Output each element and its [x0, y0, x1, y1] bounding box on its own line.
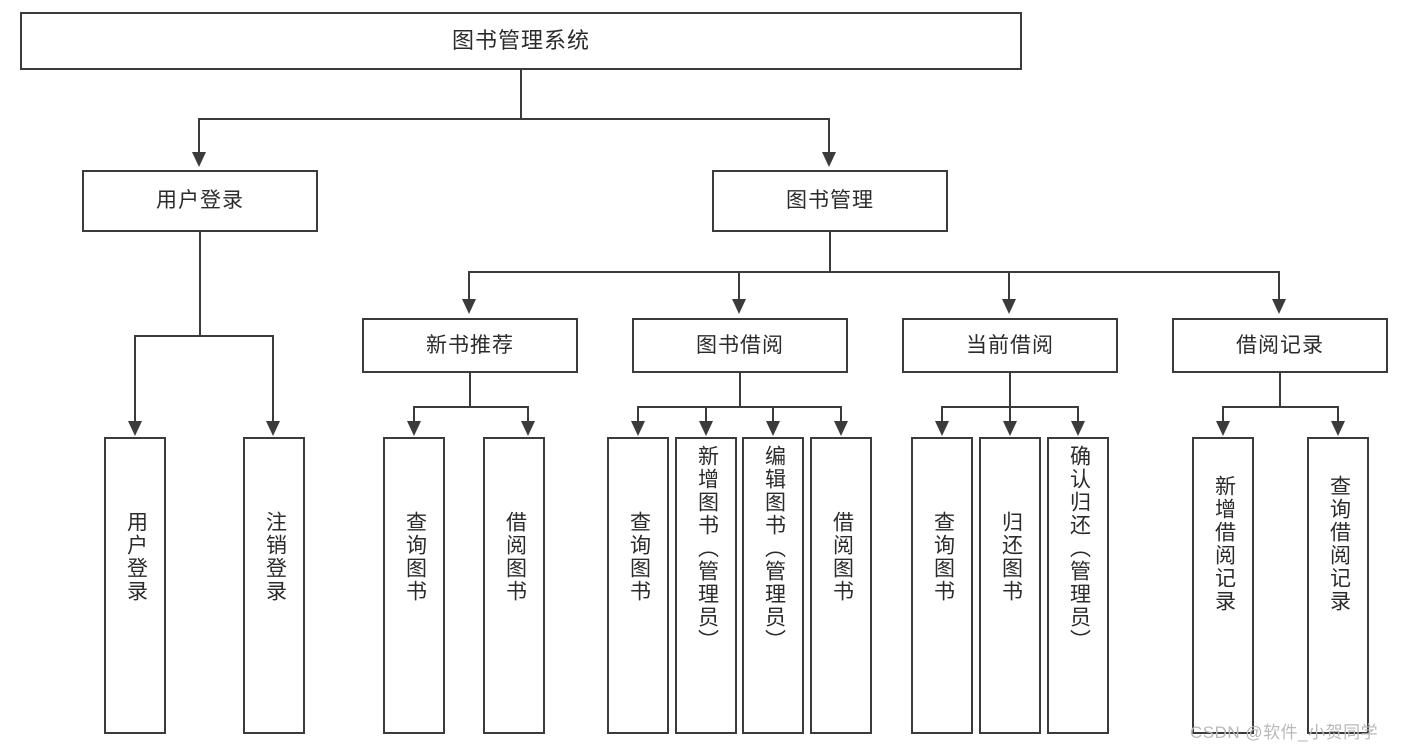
node-label: 查询图书 [931, 511, 955, 603]
connector-cb-to-leaf-2 [1009, 406, 1011, 422]
connector-bb-to-leaf-1 [637, 406, 639, 422]
connector-nbr-stem [469, 373, 471, 407]
leaf-bb-edit-book-admin[interactable]: 编辑图书（管理员） [742, 437, 804, 734]
arrow-bb-to-leaf-3 [766, 421, 780, 436]
connector-br-stem [1279, 373, 1281, 407]
leaf-bb-add-book-admin[interactable]: 新增图书（管理员） [675, 437, 737, 734]
arrow-cb-to-leaf-3 [1071, 421, 1085, 436]
node-label: 新增借阅记录 [1212, 475, 1236, 613]
arrow-bm-to-borrow-record [1272, 299, 1286, 314]
connector-bm-to-current-borrow [1008, 271, 1010, 300]
node-label: 归还图书 [999, 511, 1023, 603]
leaf-cb-return-book[interactable]: 归还图书 [979, 437, 1041, 734]
arrow-bb-to-leaf-2 [699, 421, 713, 436]
node-label: 查询图书 [627, 511, 651, 603]
node-label: 借阅图书 [503, 511, 527, 603]
arrow-root-to-book-management [822, 152, 836, 167]
leaf-br-query-record[interactable]: 查询借阅记录 [1307, 437, 1369, 734]
connector-root-to-book-management [828, 118, 830, 153]
leaf-user-login-logout[interactable]: 注销登录 [243, 437, 305, 734]
arrow-bm-to-current-borrow [1002, 299, 1016, 314]
node-label: 查询借阅记录 [1327, 475, 1351, 613]
arrow-cb-to-leaf-2 [1003, 421, 1017, 436]
connector-root-to-user-login [198, 118, 200, 153]
connector-bm-to-book-borrow [738, 271, 740, 300]
watermark-text: CSDN @软件_小贺同学 [1190, 723, 1379, 742]
connector-nbr-to-leaf-1 [413, 406, 415, 422]
connector-br-to-leaf-2 [1337, 406, 1339, 422]
node-label: 新书推荐 [426, 333, 514, 357]
leaf-br-add-record[interactable]: 新增借阅记录 [1192, 437, 1254, 734]
connector-cb-to-leaf-3 [1077, 406, 1079, 422]
arrow-user-login-to-leaf-2 [266, 421, 280, 436]
connector-bb-to-leaf-4 [840, 406, 842, 422]
connector-book-management-bus [468, 271, 1280, 273]
connector-user-login-stem [199, 232, 201, 336]
arrow-nbr-to-leaf-1 [407, 421, 421, 436]
connector-book-management-stem [829, 232, 831, 272]
leaf-cb-query-book[interactable]: 查询图书 [911, 437, 973, 734]
node-book-borrow[interactable]: 图书借阅 [632, 318, 848, 373]
leaf-cb-confirm-return-admin[interactable]: 确认归还（管理员） [1047, 437, 1109, 734]
arrow-bb-to-leaf-4 [834, 421, 848, 436]
connector-br-to-leaf-1 [1222, 406, 1224, 422]
node-label: 查询图书 [403, 511, 427, 603]
connector-bm-to-new-book [468, 271, 470, 300]
connector-bb-to-leaf-2 [705, 406, 707, 422]
connector-user-login-bus [134, 335, 272, 337]
arrow-br-to-leaf-1 [1216, 421, 1230, 436]
arrow-br-to-leaf-2 [1331, 421, 1345, 436]
connector-br-bus [1222, 406, 1338, 408]
arrow-bb-to-leaf-1 [631, 421, 645, 436]
node-label: 新增图书（管理员） [695, 445, 719, 652]
connector-bb-to-leaf-3 [772, 406, 774, 422]
connector-cb-to-leaf-1 [941, 406, 943, 422]
arrow-nbr-to-leaf-2 [521, 421, 535, 436]
node-root-book-management-system[interactable]: 图书管理系统 [20, 12, 1022, 70]
arrow-root-to-user-login [192, 152, 206, 167]
node-label: 图书管理 [786, 189, 874, 213]
connector-bb-bus [637, 406, 842, 408]
node-new-book-recommend[interactable]: 新书推荐 [362, 318, 578, 373]
node-label: 当前借阅 [966, 333, 1054, 357]
connector-nbr-to-leaf-2 [527, 406, 529, 422]
leaf-bb-borrow-book[interactable]: 借阅图书 [810, 437, 872, 734]
connector-nbr-bus [413, 406, 528, 408]
connector-root-stem [520, 70, 522, 118]
arrow-user-login-to-leaf-1 [128, 421, 142, 436]
node-label: 借阅图书 [830, 511, 854, 603]
node-label: 图书管理系统 [451, 27, 590, 53]
leaf-bb-query-book[interactable]: 查询图书 [607, 437, 669, 734]
node-borrow-record[interactable]: 借阅记录 [1172, 318, 1388, 373]
node-label: 注销登录 [263, 511, 287, 603]
node-label: 借阅记录 [1236, 333, 1324, 357]
node-book-management[interactable]: 图书管理 [712, 170, 948, 232]
connector-root-bus [198, 118, 830, 120]
leaf-user-login-login[interactable]: 用户登录 [104, 437, 166, 734]
arrow-cb-to-leaf-1 [935, 421, 949, 436]
node-label: 用户登录 [156, 189, 244, 213]
connector-user-login-to-leaf-1 [134, 335, 136, 422]
node-current-borrow[interactable]: 当前借阅 [902, 318, 1118, 373]
leaf-nbr-borrow-book[interactable]: 借阅图书 [483, 437, 545, 734]
connector-user-login-to-leaf-2 [272, 335, 274, 422]
connector-bm-to-borrow-record [1278, 271, 1280, 300]
arrow-bm-to-book-borrow [732, 299, 746, 314]
node-label: 用户登录 [124, 511, 148, 603]
connector-bb-stem [739, 373, 741, 407]
node-label: 确认归还（管理员） [1067, 445, 1091, 652]
connector-cb-stem [1009, 373, 1011, 407]
leaf-nbr-query-book[interactable]: 查询图书 [383, 437, 445, 734]
node-label: 编辑图书（管理员） [762, 445, 786, 652]
node-label: 图书借阅 [696, 333, 784, 357]
node-user-login[interactable]: 用户登录 [82, 170, 318, 232]
arrow-bm-to-new-book [462, 299, 476, 314]
